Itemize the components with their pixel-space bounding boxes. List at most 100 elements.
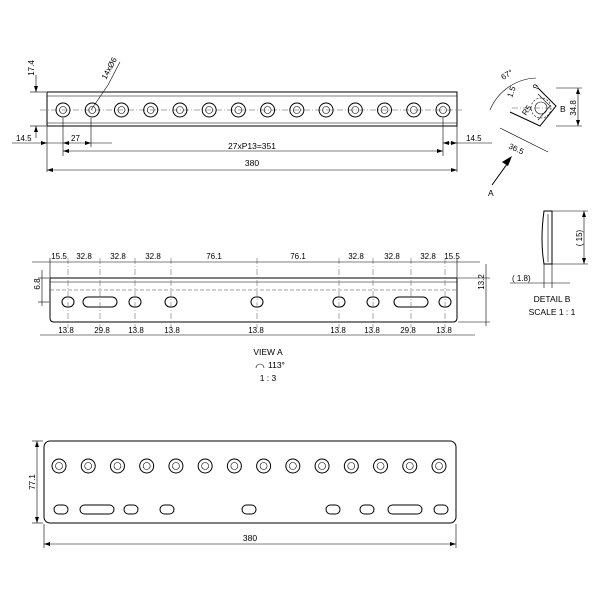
dim-section-r5: R5 bbox=[520, 103, 534, 117]
hole-inner bbox=[263, 106, 272, 114]
view-a-scale: 1 : 3 bbox=[260, 373, 277, 383]
hole-outer bbox=[406, 102, 422, 118]
hole-outer bbox=[285, 458, 301, 474]
hole-outer bbox=[201, 102, 217, 118]
hole-inner bbox=[142, 462, 151, 470]
dim-view-a-bot-5: 13.8 bbox=[248, 326, 264, 335]
dim-view-a-bot-4: 13.8 bbox=[164, 326, 180, 335]
hole-inner bbox=[146, 106, 155, 114]
hole-inner bbox=[172, 462, 180, 470]
hole-outer bbox=[139, 458, 155, 474]
hole-inner bbox=[322, 106, 330, 114]
hole-inner bbox=[435, 462, 443, 470]
dim-section-width: 36.5 bbox=[507, 142, 525, 157]
hole-outer bbox=[113, 102, 129, 118]
top-view-holes bbox=[55, 102, 451, 118]
hole-inner bbox=[176, 106, 184, 114]
hole-outer bbox=[168, 458, 184, 474]
dim-edge-left: 14.5 bbox=[16, 134, 32, 143]
hole-inner bbox=[55, 462, 63, 470]
dim-view-a-top-7: 32.8 bbox=[348, 252, 364, 261]
hole-inner bbox=[351, 106, 360, 114]
dim-detail-b-1-8: ( 1.8) bbox=[512, 274, 531, 283]
hole-inner bbox=[205, 106, 213, 114]
dim-section-height: 34.8 bbox=[569, 100, 578, 116]
hole-outer bbox=[260, 102, 276, 118]
dim-view-a-top-1: 15.5 bbox=[51, 252, 67, 261]
flat-view: 77.1 380 bbox=[28, 440, 457, 548]
hole-inner bbox=[84, 462, 93, 470]
hole-inner bbox=[318, 462, 326, 470]
dim-top-height: 17.4 bbox=[27, 60, 36, 76]
dim-view-a-top-10: 15.5 bbox=[444, 252, 460, 261]
top-view: 17.4 14xØ6 14.5 27 27xP13=351 14.5 bbox=[12, 55, 492, 172]
label-view-a: A bbox=[488, 188, 494, 198]
hole-inner bbox=[59, 106, 67, 114]
dim-section-1-5: 1.5 bbox=[505, 85, 517, 99]
dim-section-9: 9 bbox=[531, 82, 541, 91]
dim-first-hole: 27 bbox=[71, 134, 80, 143]
hole-outer bbox=[289, 102, 305, 118]
hole-outer bbox=[51, 458, 67, 474]
dim-edge-right: 14.5 bbox=[466, 134, 482, 143]
hole-outer bbox=[431, 458, 447, 474]
dim-view-a-bot-7: 13.8 bbox=[364, 326, 380, 335]
dim-view-a-bot-6: 13.8 bbox=[330, 326, 346, 335]
hole-inner bbox=[405, 462, 414, 470]
dim-view-a-bot-2: 29.8 bbox=[94, 326, 110, 335]
hole-inner bbox=[376, 462, 385, 470]
flat-view-holes bbox=[51, 458, 447, 474]
label-section-b: B bbox=[560, 104, 566, 114]
dim-view-a-top-5: 76.1 bbox=[206, 252, 222, 261]
hole-outer bbox=[256, 458, 272, 474]
hole-outer bbox=[402, 458, 418, 474]
top-view-plate bbox=[46, 91, 458, 127]
hole-inner bbox=[113, 462, 122, 470]
view-a: 15.5 32.8 32.8 32.8 76.1 76.1 32.8 32.8 … bbox=[32, 252, 490, 383]
detail-b: ( 15) ( 1.8) DETAIL B SCALE 1 : 1 bbox=[510, 210, 588, 317]
dim-flat-length: 380 bbox=[243, 533, 257, 543]
view-a-angle: 113° bbox=[268, 360, 285, 370]
hole-outer bbox=[109, 458, 125, 474]
flat-view-plate bbox=[43, 440, 457, 524]
hole-inner bbox=[380, 106, 389, 114]
hole-outer bbox=[197, 458, 213, 474]
dim-view-a-top-2: 32.8 bbox=[76, 252, 92, 261]
dim-view-a-bot-3: 13.8 bbox=[128, 326, 144, 335]
rotate-icon bbox=[255, 363, 265, 369]
hole-outer bbox=[55, 102, 71, 118]
hole-outer bbox=[377, 102, 393, 118]
dim-holes-count: 14xØ6 bbox=[100, 55, 119, 81]
dim-view-a-bot-1: 13.8 bbox=[58, 326, 74, 335]
dim-view-a-top-8: 32.8 bbox=[384, 252, 400, 261]
hole-inner bbox=[230, 462, 239, 470]
view-a-caption: VIEW A bbox=[253, 347, 283, 357]
hole-inner bbox=[347, 462, 356, 470]
dim-section-angle: 67° bbox=[500, 68, 515, 82]
dim-view-a-top-3: 32.8 bbox=[110, 252, 126, 261]
dim-view-a-bot-9: 13.8 bbox=[436, 326, 452, 335]
hole-outer bbox=[80, 458, 96, 474]
hole-outer bbox=[84, 102, 100, 118]
dim-top-length: 380 bbox=[245, 158, 259, 168]
dim-detail-b-15: ( 15) bbox=[575, 229, 584, 246]
hole-inner bbox=[409, 106, 418, 114]
dim-pitch: 27xP13=351 bbox=[228, 141, 276, 151]
hole-outer bbox=[347, 102, 363, 118]
dim-view-a-top-6: 76.1 bbox=[290, 252, 306, 261]
dim-view-a-top-9: 32.8 bbox=[420, 252, 436, 261]
dim-view-a-6-8: 6.8 bbox=[33, 278, 42, 290]
hole-outer bbox=[172, 102, 188, 118]
hole-inner bbox=[88, 106, 97, 114]
dim-view-a-top-4: 32.8 bbox=[145, 252, 161, 261]
hole-outer bbox=[343, 458, 359, 474]
dim-flat-height: 77.1 bbox=[28, 474, 37, 490]
hole-outer bbox=[435, 102, 451, 118]
hole-outer bbox=[318, 102, 334, 118]
hole-outer bbox=[230, 102, 246, 118]
hole-inner bbox=[117, 106, 126, 114]
hole-inner bbox=[259, 462, 268, 470]
hole-inner bbox=[234, 106, 243, 114]
dim-view-a-bot-8: 29.8 bbox=[400, 326, 416, 335]
